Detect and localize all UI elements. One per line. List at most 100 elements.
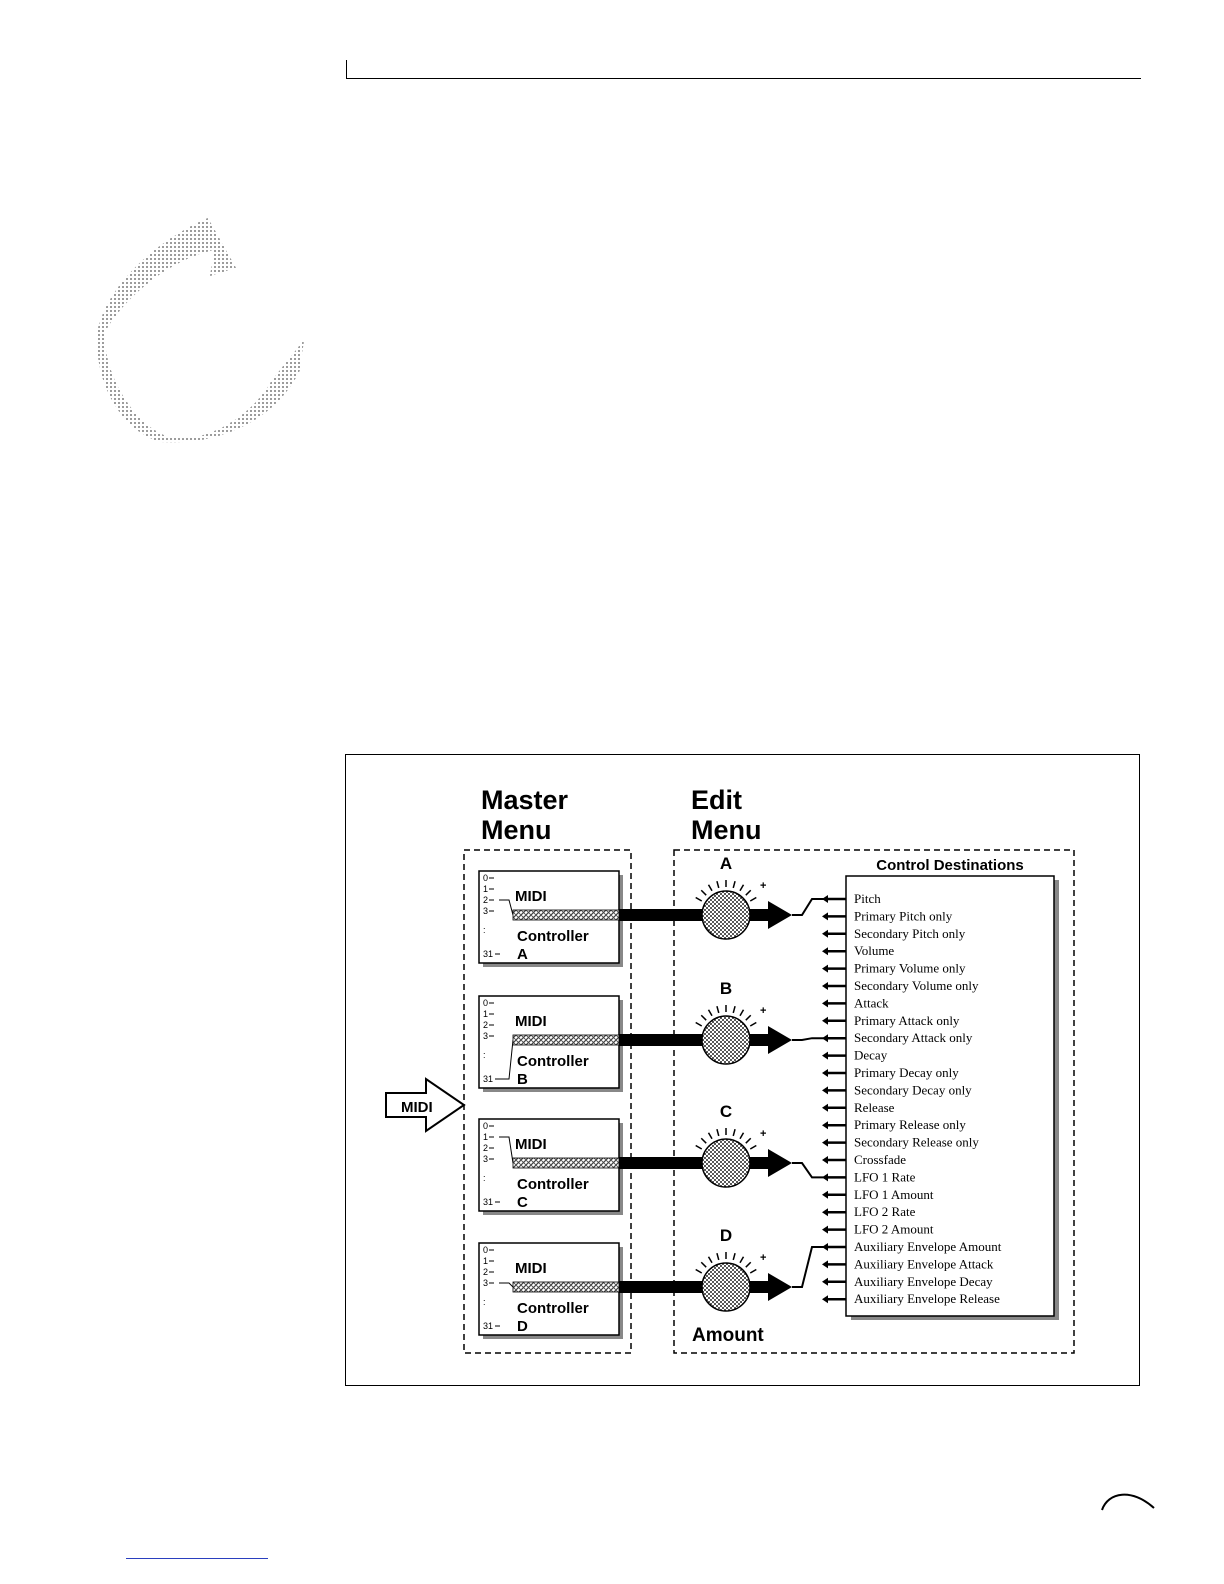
destination-arrow-icon (822, 1260, 828, 1269)
chapter-glyph-icon (97, 218, 304, 443)
knob-tick (739, 1132, 745, 1140)
midi-input-arrow: MIDI (385, 1077, 466, 1133)
controller-label: Controller (517, 928, 589, 945)
page-corner-icon (1101, 1493, 1155, 1511)
knob-output-bar (750, 1281, 770, 1293)
edit-menu-region (673, 849, 1075, 1354)
knob-tick (707, 1009, 713, 1017)
knob-tick (749, 896, 757, 902)
controller-input-number: 2 (483, 1267, 488, 1277)
edit-menu-title-line2: Menu (691, 815, 762, 845)
controller-input-number: 31 (483, 949, 493, 959)
controller-input-number: : (483, 1050, 486, 1060)
destination-label: Auxiliary Envelope Decay (854, 1274, 993, 1289)
footer-link-rule (126, 1558, 268, 1559)
destination-label: Secondary Volume only (854, 978, 979, 993)
knob-letter: C (720, 1102, 732, 1121)
controller-input-number: : (483, 925, 486, 935)
knob-tick (695, 1021, 703, 1027)
destination-arrow-icon (822, 1069, 828, 1077)
controller-input-number: 0 (483, 1121, 488, 1131)
destination-label: Volume (854, 943, 894, 958)
destination-arrow-icon (822, 1295, 828, 1304)
route-line (792, 898, 824, 916)
destination-label: LFO 1 Amount (854, 1187, 934, 1202)
destination-arrow-icon (822, 1051, 828, 1060)
destination-label: Attack (854, 995, 889, 1010)
knob-tick (732, 1005, 736, 1014)
destination-arrow-icon (822, 895, 828, 903)
controller-input-number: 3 (483, 906, 488, 916)
destination-arrow-icon (822, 929, 828, 938)
destination-arrow-icon (822, 1086, 828, 1095)
knob-plus-sign: + (760, 1005, 766, 1017)
knob-tick (745, 1137, 752, 1144)
knob-tick (749, 1268, 757, 1274)
edit-menu-title-line1: Edit (691, 785, 742, 815)
controller-hatch-bar (512, 1034, 620, 1046)
controller-input-number: : (483, 1297, 486, 1307)
controller-input-number: 0 (483, 873, 488, 883)
destination-arrow-icon (822, 1034, 828, 1043)
route-line (792, 1162, 824, 1179)
controller-select-line (499, 1282, 514, 1288)
amount-knob-icon (701, 1262, 751, 1312)
controller-midi-label: MIDI (515, 1136, 547, 1153)
midi-input-label: MIDI (401, 1099, 433, 1116)
knob-output-arrow-icon (768, 901, 792, 929)
destination-arrow-icon (822, 982, 828, 990)
knob-letter: B (720, 979, 732, 998)
controller-label: Controller (517, 1053, 589, 1070)
destination-label: Crossfade (854, 1152, 906, 1167)
destination-arrow-icon (822, 1103, 828, 1112)
destination-arrow-icon (822, 1138, 828, 1147)
controller-input-number: 1 (483, 884, 488, 894)
knob-tick (732, 1128, 736, 1137)
controller-input-number: 0 (483, 1245, 488, 1255)
knob-tick (716, 1128, 720, 1137)
knob-output-arrow-icon (768, 1149, 792, 1177)
destination-label: Primary Decay only (854, 1065, 959, 1080)
controller-hatch-bar (512, 909, 620, 921)
destination-arrow-icon (822, 964, 828, 973)
controller-letter: B (517, 1071, 528, 1088)
knob-ticks (695, 880, 757, 902)
controller-input-number: 3 (483, 1031, 488, 1041)
destination-arrow-icon (822, 1190, 828, 1199)
knob-tick (700, 1014, 707, 1021)
destination-arrow-icon (822, 999, 828, 1008)
controller-hatch-bar (512, 1281, 620, 1293)
destination-label: Primary Volume only (854, 961, 966, 976)
destination-label: Release (854, 1100, 895, 1115)
controller-input-number: 1 (483, 1256, 488, 1266)
knob-output-bar (750, 909, 770, 921)
knob-tick (695, 1144, 703, 1150)
knob-tick (739, 1009, 745, 1017)
destination-arrow-icon (822, 1243, 828, 1251)
destination-label: Secondary Release only (854, 1135, 979, 1150)
controller-letter: C (517, 1194, 528, 1211)
knob-tick (716, 1005, 720, 1014)
destination-arrow-icon (822, 947, 828, 956)
route-line (792, 1037, 824, 1041)
controller-input-number: 31 (483, 1321, 493, 1331)
destination-label: Decay (854, 1048, 888, 1063)
destination-label: LFO 1 Rate (854, 1169, 916, 1184)
knob-tick (732, 1252, 736, 1261)
knob-tick (700, 1261, 707, 1268)
controller-input-number: 2 (483, 895, 488, 905)
knob-tick (732, 880, 736, 889)
knob-tick (700, 889, 707, 896)
knob-output-arrow-icon (768, 1026, 792, 1054)
destination-arrow-icon (822, 1016, 828, 1025)
controller-select-line (499, 1136, 514, 1164)
destination-label: Auxiliary Envelope Attack (854, 1256, 994, 1271)
amount-knob-icon (701, 890, 751, 940)
knob-tick (707, 884, 713, 892)
destination-label: Secondary Attack only (854, 1030, 973, 1045)
knob-tick (745, 1261, 752, 1268)
controller-select-line (499, 899, 514, 916)
